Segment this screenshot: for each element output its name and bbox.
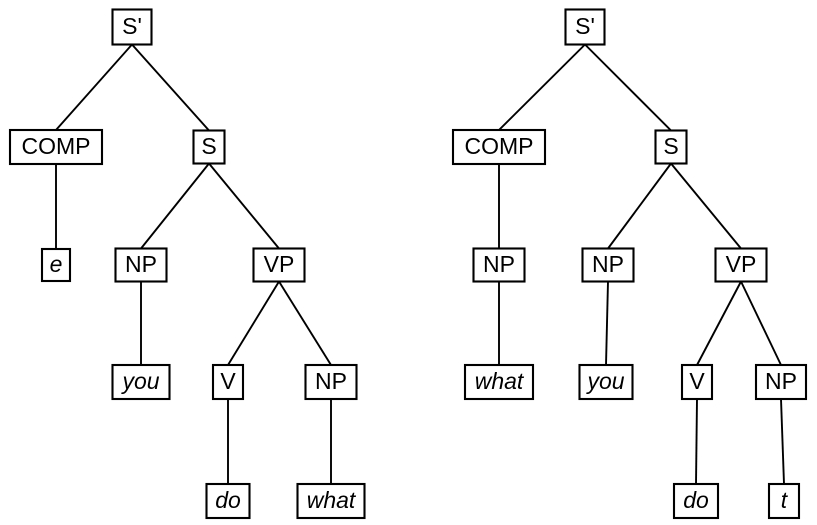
tree-edge-R-V-to-R-do — [695, 398, 698, 485]
tree-edge-R-VP-to-R-V — [696, 281, 742, 366]
node-label-R-NP2: NP — [765, 368, 797, 394]
node-label-L-COMP: COMP — [22, 133, 91, 159]
node-label-L-V: V — [220, 368, 236, 394]
node-label-R-what: what — [475, 368, 525, 394]
tree-node-L-e[interactable]: e — [40, 247, 72, 283]
tree-edge-R-S-to-R-VP — [670, 162, 742, 250]
node-box-R-what — [463, 363, 535, 401]
surface-structure-tree: S' COMP S NP NP VP what you V NP do t — [451, 8, 808, 520]
tree-node-L-do[interactable]: do — [205, 482, 251, 520]
edge-group — [55, 43, 332, 484]
node-box-R-S — [654, 129, 688, 165]
tree-node-R-what[interactable]: what — [463, 363, 535, 401]
tree-node-R-V[interactable]: V — [680, 363, 714, 401]
node-box-L-do — [205, 482, 251, 520]
node-box-L-e — [40, 247, 72, 283]
node-label-R-COMP: COMP — [465, 133, 534, 159]
tree-node-R-Sbar[interactable]: S' — [564, 8, 606, 46]
tree-node-R-t[interactable]: t — [767, 482, 801, 520]
node-label-L-NP1: NP — [125, 251, 157, 277]
node-label-L-what: what — [307, 487, 357, 513]
tree-edge-R-S-to-R-NP1 — [607, 162, 672, 250]
node-label-R-you: you — [585, 368, 624, 394]
tree-node-R-COMP[interactable]: COMP — [451, 128, 547, 166]
node-box-R-do — [672, 482, 720, 520]
node-box-R-NP2 — [754, 363, 808, 401]
tree-edge-L-Sbar-to-L-COMP — [55, 43, 133, 131]
node-label-R-V: V — [689, 368, 705, 394]
node-label-L-do: do — [215, 487, 241, 513]
tree-node-L-NP1[interactable]: NP — [114, 247, 168, 283]
tree-edge-L-S-to-L-VP — [208, 162, 280, 250]
node-label-L-S: S — [201, 133, 216, 159]
tree-node-R-VP[interactable]: VP — [714, 247, 768, 283]
tree-node-R-NP1[interactable]: NP — [581, 247, 635, 283]
tree-edge-R-NP2-to-R-t — [780, 398, 785, 485]
tree-node-L-what[interactable]: what — [296, 482, 366, 520]
node-box-R-VP — [714, 247, 768, 283]
tree-node-L-VP[interactable]: VP — [252, 247, 306, 283]
node-label-R-do: do — [683, 487, 709, 513]
node-label-L-e: e — [50, 251, 63, 277]
node-label-R-VP: VP — [726, 251, 757, 277]
tree-edge-R-VP-to-R-NP2 — [740, 281, 782, 366]
tree-edge-R-NP1-to-R-you — [605, 281, 609, 366]
node-label-L-NP2: NP — [315, 368, 347, 394]
node-box-L-COMP — [8, 128, 104, 166]
node-box-L-V — [211, 363, 245, 401]
tree-edge-L-Sbar-to-L-S — [131, 43, 210, 132]
node-box-R-t — [767, 482, 801, 520]
node-label-R-t: t — [781, 487, 789, 513]
node-label-L-VP: VP — [264, 251, 295, 277]
tree-node-L-NP2[interactable]: NP — [304, 363, 358, 401]
tree-node-L-COMP[interactable]: COMP — [8, 128, 104, 166]
node-label-R-NP1: NP — [592, 251, 624, 277]
node-box-L-what — [296, 482, 366, 520]
node-box-R-V — [680, 363, 714, 401]
node-label-R-Sbar: S' — [575, 13, 595, 39]
tree-edge-R-Sbar-to-R-COMP — [498, 43, 586, 131]
edge-group — [498, 43, 785, 485]
tree-node-R-do[interactable]: do — [672, 482, 720, 520]
tree-edge-L-S-to-L-NP1 — [140, 162, 210, 250]
node-box-L-NP2 — [304, 363, 358, 401]
node-box-L-you — [111, 363, 171, 401]
tree-node-R-NP2[interactable]: NP — [754, 363, 808, 401]
node-box-R-Sbar — [564, 8, 606, 46]
node-label-L-you: you — [120, 368, 159, 394]
tree-edge-L-VP-to-L-V — [227, 281, 280, 366]
tree-edge-R-Sbar-to-R-S — [584, 43, 672, 132]
node-label-L-Sbar: S' — [122, 13, 142, 39]
node-box-R-NP1 — [581, 247, 635, 283]
node-box-L-VP — [252, 247, 306, 283]
node-box-R-you — [578, 363, 634, 401]
node-box-L-NP1 — [114, 247, 168, 283]
node-label-R-NP0: NP — [483, 251, 515, 277]
node-box-L-S — [192, 129, 226, 165]
node-box-R-COMP — [451, 128, 547, 166]
tree-edge-L-VP-to-L-NP2 — [278, 280, 332, 366]
node-box-L-Sbar — [111, 8, 153, 46]
tree-node-R-NP0[interactable]: NP — [472, 247, 526, 283]
node-box-R-NP0 — [472, 247, 526, 283]
tree-node-R-you[interactable]: you — [578, 363, 634, 401]
tree-node-R-S[interactable]: S — [654, 129, 688, 165]
node-label-R-S: S — [663, 133, 678, 159]
tree-node-L-V[interactable]: V — [211, 363, 245, 401]
tree-node-L-Sbar[interactable]: S' — [111, 8, 153, 46]
tree-node-L-you[interactable]: you — [111, 363, 171, 401]
tree-node-L-S[interactable]: S — [192, 129, 226, 165]
